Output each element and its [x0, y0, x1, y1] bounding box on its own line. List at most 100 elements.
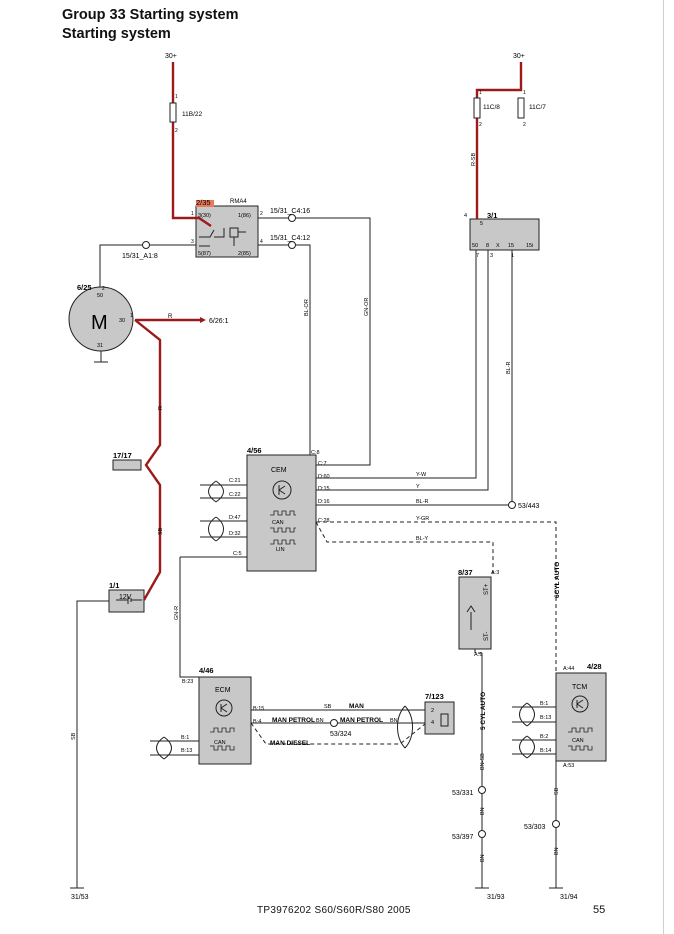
sw837-pin: A:9: [474, 652, 482, 658]
connectors: [142, 214, 560, 838]
fuse-label: 11C/8: [483, 104, 500, 111]
ign-pin: 8: [486, 243, 489, 249]
ign-pin: 15i: [526, 243, 533, 249]
fuse-pin: 1: [523, 90, 526, 96]
connector-a1-8: [142, 241, 150, 249]
cem-pin: C:28: [318, 518, 330, 524]
ecm-pin: B:15: [253, 706, 264, 712]
wire-label: BN: [390, 718, 398, 724]
relay-pin-label: 1(86): [238, 213, 251, 219]
wire-label: SB: [158, 527, 164, 535]
tcm-module-4-28: 4/28 TCM CAN A:44 B:1 B:13 B:2 B:14 A:53: [540, 662, 607, 769]
fuse-pin: 1: [175, 94, 178, 100]
ecm-pin: B:23: [182, 679, 193, 685]
variant-label: 6CYL AUTO: [554, 562, 561, 598]
ecm-can-label: CAN: [214, 740, 226, 746]
inline-connector-id: 17/17: [113, 451, 132, 460]
wire-label: BL-R: [506, 361, 512, 374]
ecm-module-4-46: 4/46 ECM CAN B:23 B:15 B:4 B:1 B:13: [181, 666, 264, 765]
relay-pin-label: 5(87): [198, 251, 211, 257]
ign-pin: 5: [480, 221, 483, 227]
can-bus-stubs: [150, 480, 556, 760]
starter-pin: 31: [97, 343, 103, 349]
connector-label: 15/31_A1:8: [122, 253, 158, 260]
cem-pin: C:7: [318, 461, 327, 467]
wire-label: GN-R: [174, 606, 180, 620]
sw837-pin: A:3: [491, 570, 499, 576]
cem-module-4-56: 4/56 CEM CAN LIN C:8 C:7 D:60 D:15 D:16 …: [229, 446, 330, 572]
wire-label: BN: [480, 854, 486, 862]
page-subtitle: Starting system: [62, 26, 171, 42]
dashed-wires: [250, 521, 557, 745]
supply-label: 30+: [513, 53, 525, 60]
ign-pin: 4: [464, 213, 467, 219]
cem-can-label: CAN: [272, 520, 284, 526]
wire-label: BL-OR: [304, 299, 310, 316]
motor-letter: M: [91, 312, 108, 334]
battery-id: 1/1: [109, 581, 119, 590]
sw837-id: 8/37: [458, 568, 473, 577]
cem-id: 4/56: [247, 446, 262, 455]
fuse-pin: 2: [523, 122, 526, 128]
connector-label: 15/31_C4:12: [270, 235, 310, 242]
fuse-11c-8: 11C/8 1 2: [473, 90, 500, 128]
wire-label: Y-W: [416, 472, 427, 478]
tcm-pin: A:44: [563, 666, 574, 672]
connector-c4-16: [288, 214, 296, 222]
splice-label: 53/397: [452, 834, 474, 841]
splice-label: 53/303: [524, 824, 546, 831]
ign-pin: 3: [490, 253, 493, 259]
ecm-pin: B:1: [181, 735, 189, 741]
tcm-pin: B:14: [540, 748, 551, 754]
wire-label: BN-SB: [480, 753, 486, 770]
wire-label: Y-GR: [416, 516, 429, 522]
sw837-st-plus: ST+: [484, 583, 490, 595]
cem-pin: C:8: [311, 450, 320, 456]
relay-box: RMA4: [230, 199, 247, 205]
ign-pin: X: [496, 243, 500, 249]
sw837-st-minus: ST-: [484, 632, 490, 641]
sensor-pin: 2: [431, 708, 434, 714]
tcm-pin: B:1: [540, 701, 548, 707]
cem-name: CEM: [271, 467, 287, 474]
ecm-pin: B:13: [181, 748, 192, 754]
supply-label: 30+: [165, 53, 177, 60]
wire-label: SB: [71, 732, 77, 740]
splice-53-397: [478, 830, 486, 838]
fuse-label: 11C/7: [529, 104, 546, 111]
cem-pin: C:21: [229, 478, 241, 484]
starter-destination: 6/26:1: [209, 318, 229, 325]
ign-pin: 15: [508, 243, 514, 249]
cem-pin: D:16: [318, 499, 330, 505]
splice-53-443: [508, 501, 516, 509]
splice-53-331: [478, 786, 486, 794]
wire-label: MAN: [349, 703, 364, 710]
pin-number: 2: [102, 286, 105, 292]
fuse-label: 11B/22: [182, 111, 203, 118]
fuse-pin: 2: [479, 122, 482, 128]
wire-label: R-SB: [471, 153, 477, 166]
connector-label: 15/31_C4:16: [270, 208, 310, 215]
sensor-pin: 4: [431, 720, 434, 726]
tcm-pin: A:53: [563, 763, 574, 769]
cem-pin: D:32: [229, 531, 241, 537]
wire-label: MAN PETROL: [340, 717, 383, 724]
ground-label: 31/53: [71, 894, 89, 901]
pin-number: 4: [260, 239, 263, 245]
ground-symbols: [70, 361, 563, 889]
tcm-name: TCM: [572, 684, 587, 691]
ign-pin: 50: [472, 243, 478, 249]
sensor-id: 7/123: [425, 692, 444, 701]
relay-2-35: 2/35 RMA4 3(30) 1(86) 5(87) 2(85): [195, 198, 259, 258]
ecm-pin: B:4: [253, 719, 261, 725]
tcm-id: 4/28: [587, 662, 602, 671]
wire-label: Y: [416, 484, 420, 490]
fuse-pin: 2: [175, 128, 178, 134]
cem-pin: D:15: [318, 486, 330, 492]
wire-label: GN-OR: [364, 298, 370, 316]
splice-53-303: [552, 820, 560, 828]
ecm-id: 4/46: [199, 666, 214, 675]
wire-label: BN: [480, 807, 486, 815]
